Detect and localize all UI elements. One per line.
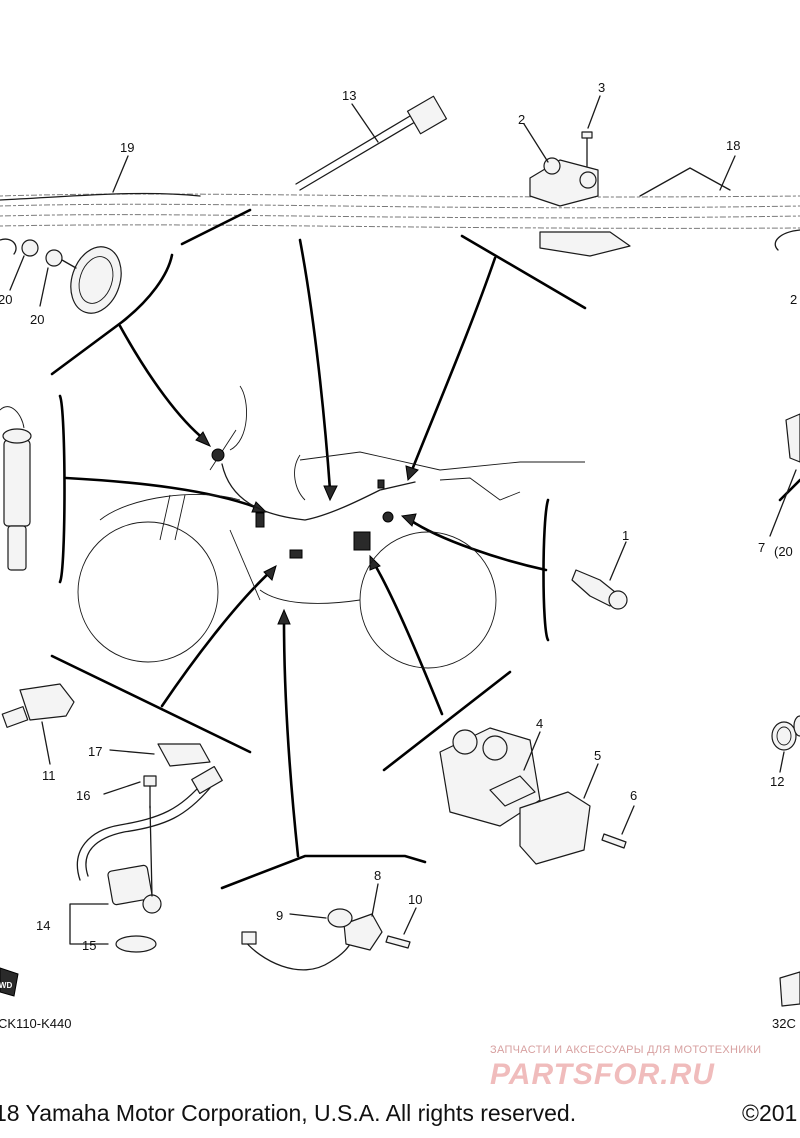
part-14-sensor [76, 765, 223, 914]
callout-17: 17 [88, 744, 102, 759]
part-7-edge [769, 413, 800, 537]
callout-19: 19 [120, 140, 134, 155]
callout-16: 16 [76, 788, 90, 803]
ignition-coil [0, 406, 32, 571]
part-19-cable [0, 155, 201, 201]
fwd-badge-left [0, 967, 19, 997]
diagram-code-right: 32C [772, 1016, 796, 1031]
callout-13: 13 [342, 88, 356, 103]
callout-12: 12 [770, 774, 784, 789]
callout-8: 8 [374, 868, 381, 883]
copyright-year: ©201 [742, 1100, 798, 1126]
watermark-logo: PARTSFOR.RU [490, 1058, 715, 1091]
part-5-cover [519, 763, 599, 865]
watermark-subtitle: ЗАПЧАСТИ И АКСЕССУАРЫ ДЛЯ МОТОТЕХНИКИ [490, 1044, 762, 1056]
group-brackets [50, 208, 800, 890]
callout-7: 7 [758, 540, 765, 555]
part-1-sensor [571, 541, 628, 610]
part-13-lead [295, 95, 448, 191]
motorcycle-outline [77, 385, 585, 669]
callout-14: 14 [36, 918, 50, 933]
part-12-washer [771, 715, 800, 773]
part-15-oring [69, 903, 157, 953]
callout-15: 15 [82, 938, 96, 953]
footer: 18 Yamaha Motor Corporation, U.S.A. All … [0, 1100, 800, 1130]
part-17-clamp [109, 743, 211, 767]
diagram-code-left: CK110-K440 [0, 1016, 72, 1031]
part-8-sensor [241, 883, 383, 971]
part-2-bracket [523, 123, 631, 257]
callout-20a: 20 [0, 292, 12, 307]
part-9-oring [289, 908, 353, 928]
part-18-cable [639, 155, 800, 251]
fwd-badge-right [779, 971, 800, 1007]
callout-18: 18 [726, 138, 740, 153]
callout-11: 11 [42, 768, 56, 783]
part-10-bolt [385, 907, 417, 949]
scan-band [0, 193, 800, 229]
part-11-sensor [1, 683, 75, 765]
callout-1: 1 [622, 528, 629, 543]
callout-20b: 20 [30, 312, 44, 327]
callout-2: 2 [518, 112, 525, 127]
callout-6: 6 [630, 788, 637, 803]
part-20-reflector [0, 238, 122, 314]
callout-edge-2: 2 [790, 292, 797, 307]
callout-4: 4 [536, 716, 543, 731]
copyright-text: 18 Yamaha Motor Corporation, U.S.A. All … [0, 1100, 577, 1126]
callout-edge-20: (20 [774, 544, 793, 559]
callout-3: 3 [598, 80, 605, 95]
part-3-bolt [581, 95, 601, 167]
callout-9: 9 [276, 908, 283, 923]
callout-5: 5 [594, 748, 601, 763]
part-6-screw [601, 805, 635, 849]
callout-10: 10 [408, 892, 422, 907]
part-16-bolt [103, 775, 157, 809]
fwd-label: FWD [0, 981, 12, 990]
part-4-body [439, 727, 541, 827]
